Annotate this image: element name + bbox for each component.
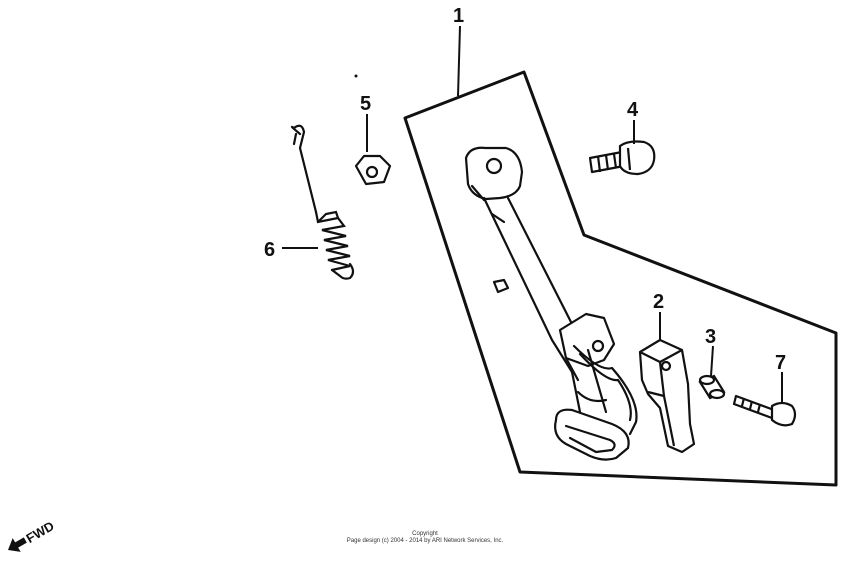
copyright-notice: Page design (c) 2004 - 2014 by ARI Netwo…	[346, 538, 504, 544]
pivot-bolt-part[interactable]	[588, 140, 656, 176]
stray-mark	[354, 74, 358, 78]
return-spring-part[interactable]	[290, 124, 355, 280]
bolt-part[interactable]	[732, 394, 797, 427]
callout-3: 3	[705, 326, 716, 348]
callout-6: 6	[264, 239, 275, 261]
nut-part[interactable]	[354, 154, 392, 186]
stopper-rubber-part[interactable]	[638, 338, 696, 454]
forward-arrow-icon	[8, 537, 27, 552]
leader-lines	[282, 25, 783, 404]
callout-2: 2	[653, 291, 664, 313]
side-stand-part[interactable]	[464, 146, 638, 461]
copyright-title: Copyright	[412, 531, 438, 537]
assembly-outline	[403, 70, 838, 487]
collar-part[interactable]	[698, 374, 726, 400]
callout-5: 5	[360, 93, 371, 115]
callout-4: 4	[627, 99, 639, 121]
callout-7: 7	[775, 352, 786, 374]
callout-1: 1	[453, 5, 464, 27]
